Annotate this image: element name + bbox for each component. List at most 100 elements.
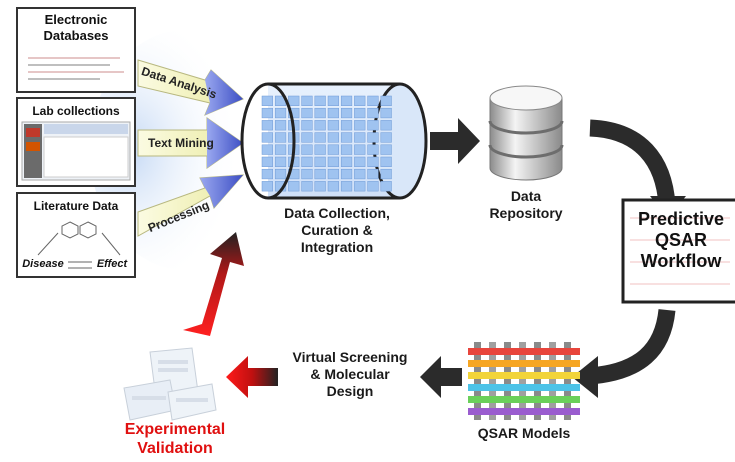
- data-cell: [380, 156, 392, 167]
- weave-horizontal-strand: [468, 408, 580, 415]
- data-collection-cylinder: [240, 82, 428, 200]
- data-cell: [301, 120, 313, 131]
- data-cell: [340, 132, 353, 143]
- data-cell: [354, 168, 366, 180]
- data-cell: [354, 132, 366, 143]
- data-cell: [354, 120, 366, 131]
- feedback-arrow: [183, 232, 244, 336]
- data-analysis-arrow: [137, 59, 244, 116]
- data-cell: [314, 107, 326, 119]
- data-cell: [380, 120, 392, 131]
- data-cell: [367, 168, 379, 180]
- electronic-databases-title: Electronic Databases: [43, 12, 109, 43]
- text-mining-label: Text Mining: [148, 136, 214, 150]
- lab-collections-title: Lab collections: [32, 104, 120, 118]
- data-repository-label: Data Repository: [489, 188, 563, 221]
- data-cell: [288, 107, 300, 119]
- data-cell: [261, 156, 273, 167]
- data-cell: [314, 120, 326, 131]
- data-cell: [327, 144, 339, 155]
- text-mining-arrow: [137, 117, 244, 169]
- effect-label: Effect: [96, 258, 128, 270]
- data-cell: [327, 107, 339, 119]
- data-cell: [367, 156, 379, 167]
- data-cell: [288, 95, 300, 106]
- weave-horizontal-strand: [468, 348, 580, 355]
- data-cell: [340, 144, 353, 155]
- data-cell: [367, 120, 379, 131]
- disease-label: Disease: [22, 258, 64, 270]
- data-cell: [301, 107, 313, 119]
- data-cell: [327, 156, 339, 167]
- to-validation-arrow: [226, 356, 278, 398]
- qsar-models-icon: [468, 342, 580, 420]
- data-cell: [261, 95, 273, 106]
- predictive-qsar-workflow-box: [621, 198, 735, 304]
- data-cell: [274, 107, 287, 119]
- data-cell: [367, 107, 379, 119]
- data-cell: [340, 95, 353, 106]
- data-cell: [301, 144, 313, 155]
- data-cell: [354, 107, 366, 119]
- virtual-screening-label: Virtual Screening & Molecular Design: [292, 349, 408, 399]
- data-cell: [380, 144, 392, 155]
- data-cell: [340, 181, 353, 192]
- data-cell: [354, 95, 366, 106]
- data-cell: [380, 107, 392, 119]
- data-cell: [314, 181, 326, 192]
- data-cell: [301, 95, 313, 106]
- data-cell: [261, 107, 273, 119]
- data-cell: [367, 181, 379, 192]
- weave-horizontal-strand: [468, 360, 580, 367]
- data-cell: [314, 144, 326, 155]
- data-cell: [367, 132, 379, 143]
- lab-collections-box: [16, 97, 136, 187]
- data-cell: [354, 144, 366, 155]
- weave-horizontal-strand: [468, 372, 580, 379]
- data-cell: [380, 168, 392, 180]
- data-cell: [301, 156, 313, 167]
- database-icon: [488, 85, 564, 181]
- data-grid: [261, 95, 392, 192]
- weave-vertical-strand: [534, 342, 541, 420]
- data-cell: [314, 132, 326, 143]
- workflow-label: Predictive QSAR Workflow: [637, 209, 725, 272]
- data-cell: [274, 144, 287, 155]
- electronic-databases-box: [16, 7, 136, 93]
- data-cell: [314, 168, 326, 180]
- weave-vertical-strand: [549, 342, 556, 420]
- data-cell: [380, 95, 392, 106]
- data-cell: [314, 95, 326, 106]
- data-cell: [327, 132, 339, 143]
- data-cell: [340, 156, 353, 167]
- data-cell: [354, 156, 366, 167]
- data-cell: [288, 181, 300, 192]
- data-cell: [274, 168, 287, 180]
- data-cell: [301, 168, 313, 180]
- data-cell: [301, 181, 313, 192]
- processing-arrow: [137, 174, 245, 237]
- data-collection-label: Data Collection, Curation & Integration: [284, 205, 390, 255]
- literature-data-title: Literature Data: [33, 199, 119, 213]
- data-cell: [274, 120, 287, 131]
- data-cell: [367, 144, 379, 155]
- data-cell: [354, 181, 366, 192]
- data-cell: [274, 132, 287, 143]
- data-cell: [261, 144, 273, 155]
- data-cell: [340, 107, 353, 119]
- data-cell: [301, 132, 313, 143]
- experimental-validation-label: Experimental Validation: [124, 421, 226, 458]
- weave-horizontal-strand: [468, 396, 580, 403]
- weave-vertical-strand: [504, 342, 511, 420]
- weave-vertical-strand: [519, 342, 526, 420]
- data-cell: [367, 95, 379, 106]
- data-cell: [314, 156, 326, 167]
- data-cell: [261, 132, 273, 143]
- to-repository-arrow: [430, 118, 480, 164]
- data-cell: [340, 168, 353, 180]
- data-cell: [327, 181, 339, 192]
- data-cell: [380, 132, 392, 143]
- to-screening-arrow: [420, 356, 462, 398]
